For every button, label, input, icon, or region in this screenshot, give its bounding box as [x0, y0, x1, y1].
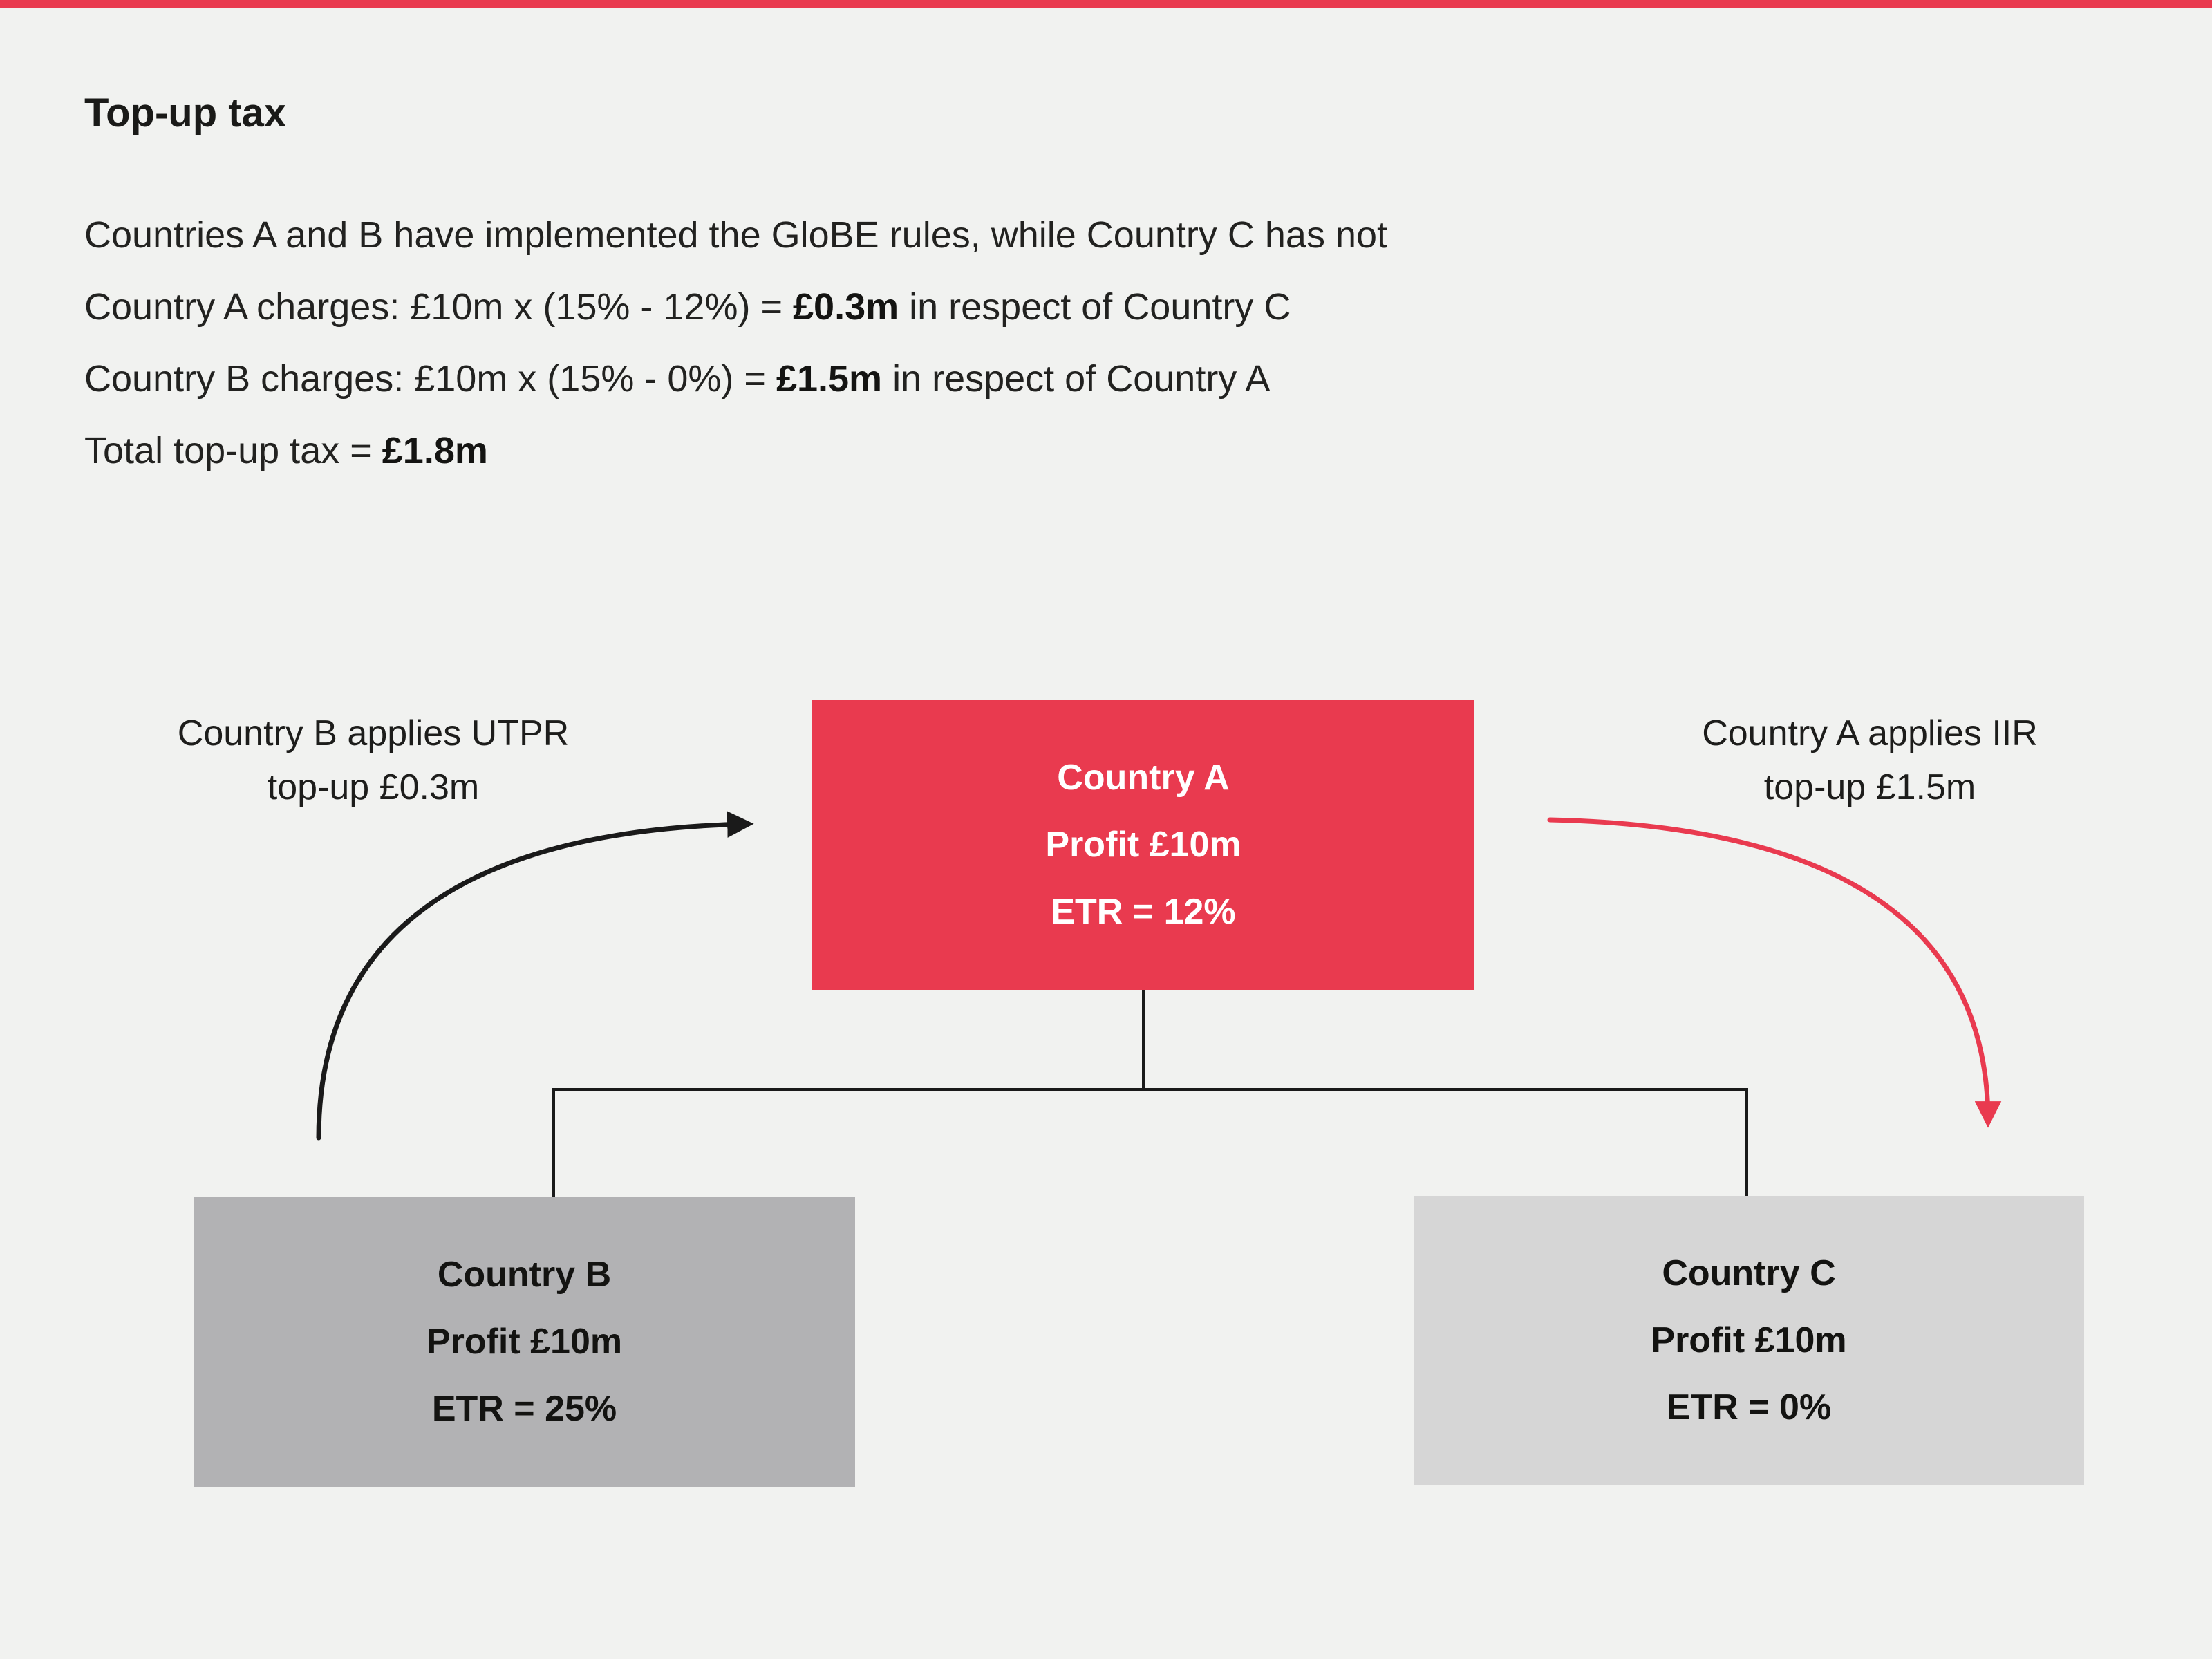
country-c-title: Country C — [1662, 1253, 1836, 1293]
intro-line-4-bold: £1.8m — [382, 430, 488, 471]
country-a-node: Country A Profit £10m ETR = 12% — [812, 700, 1474, 990]
intro-line-1-text: Countries A and B have implemented the G… — [84, 214, 1388, 256]
iir-annotation: Country A applies IIR top-up £1.5m — [1649, 706, 2091, 814]
country-b-node: Country B Profit £10m ETR = 25% — [194, 1197, 855, 1487]
tree-connector-lines — [552, 990, 1748, 1197]
iir-annotation-line-1: Country A applies IIR — [1702, 713, 2038, 753]
country-b-title: Country B — [437, 1255, 612, 1295]
country-a-title: Country A — [1057, 757, 1230, 798]
iir-arrow — [1547, 817, 2002, 1128]
country-a-profit: Profit £10m — [1045, 824, 1241, 865]
country-c-node: Country C Profit £10m ETR = 0% — [1414, 1196, 2084, 1485]
intro-line-4: Total top-up tax = £1.8m — [84, 415, 1387, 487]
utpr-annotation: Country B applies UTPR top-up £0.3m — [152, 706, 594, 814]
country-b-profit: Profit £10m — [426, 1322, 623, 1362]
top-accent-bar — [0, 0, 2212, 8]
intro-line-3-text: Country B charges: £10m x (15% - 0%) = — [84, 358, 776, 400]
page-title: Top-up tax — [84, 91, 287, 135]
utpr-annotation-line-1: Country B applies UTPR — [177, 713, 570, 753]
utpr-annotation-line-2: top-up £0.3m — [267, 767, 480, 807]
intro-line-2-bold: £0.3m — [793, 286, 899, 328]
iir-annotation-line-2: top-up £1.5m — [1763, 767, 1976, 807]
intro-line-3: Country B charges: £10m x (15% - 0%) = £… — [84, 343, 1387, 415]
intro-line-3-bold: £1.5m — [776, 358, 883, 400]
country-a-etr: ETR = 12% — [1051, 891, 1236, 932]
intro-line-4-text: Total top-up tax = — [84, 430, 382, 471]
intro-line-1: Countries A and B have implemented the G… — [84, 199, 1387, 271]
country-c-profit: Profit £10m — [1651, 1320, 1847, 1360]
intro-line-2-text: Country A charges: £10m x (15% - 12%) = — [84, 286, 793, 328]
country-b-etr: ETR = 25% — [431, 1389, 617, 1429]
intro-line-3-tail: in respect of Country A — [882, 358, 1271, 400]
utpr-arrow — [316, 811, 754, 1141]
intro-line-2-tail: in respect of Country C — [899, 286, 1291, 328]
country-c-etr: ETR = 0% — [1666, 1387, 1832, 1427]
intro-paragraph: Countries A and B have implemented the G… — [84, 199, 1387, 487]
intro-line-2: Country A charges: £10m x (15% - 12%) = … — [84, 271, 1387, 343]
